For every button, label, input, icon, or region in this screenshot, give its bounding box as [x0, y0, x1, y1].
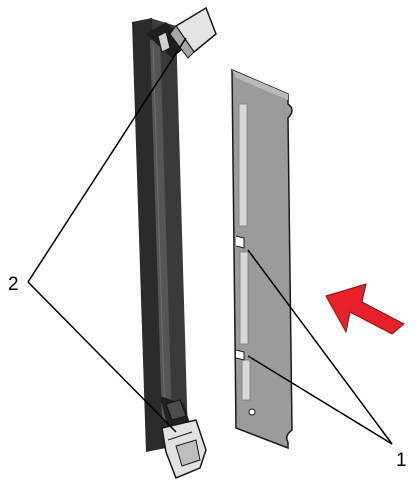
bottom-latch-tab-inner [175, 439, 201, 467]
callout-2-leaders [27, 37, 187, 433]
bottom-latch-groove [167, 431, 193, 441]
leader-1-upper [247, 249, 393, 445]
insert-arrow-icon [325, 283, 405, 335]
callout-label-latches: 2 [8, 274, 19, 295]
bottom-latch [160, 396, 207, 479]
connector-front-face [132, 18, 166, 452]
module-pad-middle [239, 251, 249, 345]
module-top-edge [232, 70, 288, 100]
callout-label-notches: 1 [396, 450, 407, 471]
memory-connector [132, 18, 188, 452]
module-notch-lower [235, 349, 245, 361]
top-latch-peg [157, 31, 171, 53]
module-pad-lower [241, 359, 251, 401]
leader-1-lower [247, 355, 393, 445]
module-notch-upper [235, 235, 245, 249]
leader-2-bottom [27, 281, 177, 433]
top-latch-tab-side [169, 25, 195, 59]
bottom-latch-clip [165, 399, 187, 421]
callout-1-leaders [247, 249, 393, 445]
insert-arrow-shape [325, 283, 405, 335]
memory-module [231, 68, 293, 450]
connector-highlight [152, 43, 166, 421]
module-hole [248, 408, 256, 416]
leader-2-top [27, 37, 187, 283]
module-pad-upper [238, 103, 248, 227]
